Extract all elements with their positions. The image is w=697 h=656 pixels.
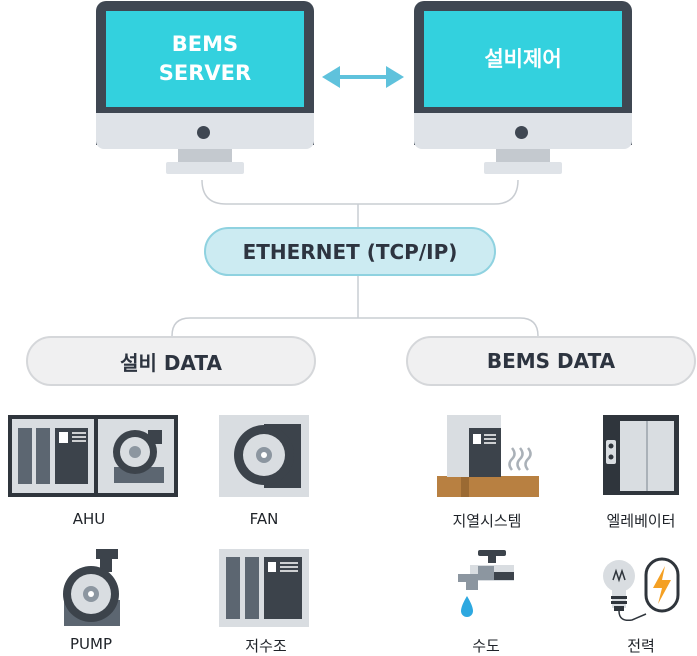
ethernet-label: ETHERNET (TCP/IP) xyxy=(204,227,496,276)
elevator-icon xyxy=(603,415,679,495)
fan-icon xyxy=(219,415,309,497)
water-label: 수도 xyxy=(472,637,500,655)
pump-label: PUMP xyxy=(69,635,112,653)
ahu-label: AHU xyxy=(72,510,106,528)
geothermal-label: 지열시스템 xyxy=(452,512,522,530)
monitor-base xyxy=(484,162,562,174)
power-dot-icon xyxy=(197,126,210,139)
facility-data-label: 설비 DATA xyxy=(26,336,316,386)
facility-control-monitor: 설비제어 xyxy=(414,1,632,176)
monitor-neck xyxy=(178,149,232,163)
power-label: 전력 xyxy=(627,637,655,655)
bems-server-monitor: BEMS SERVER xyxy=(96,1,314,176)
group-bracket-line xyxy=(171,317,539,337)
pump-icon xyxy=(63,549,120,626)
ahu-icon xyxy=(8,415,178,497)
double-arrow-icon xyxy=(322,66,404,88)
water-storage-label: 저수조 xyxy=(245,637,287,655)
power-dot-icon xyxy=(515,126,528,139)
monitor-neck xyxy=(496,149,550,163)
water-storage-icon xyxy=(219,549,309,627)
geothermal-icon xyxy=(437,415,539,497)
monitor-base xyxy=(166,162,244,174)
power-icon xyxy=(603,557,680,622)
water-tap-icon xyxy=(458,550,514,617)
server-bracket-line xyxy=(201,179,519,205)
bems-data-label: BEMS DATA xyxy=(406,336,696,386)
elevator-label: 엘레베이터 xyxy=(606,512,676,530)
facility-control-screen: 설비제어 xyxy=(424,11,622,107)
fan-label: FAN xyxy=(249,510,279,528)
bems-server-screen: BEMS SERVER xyxy=(106,11,304,107)
